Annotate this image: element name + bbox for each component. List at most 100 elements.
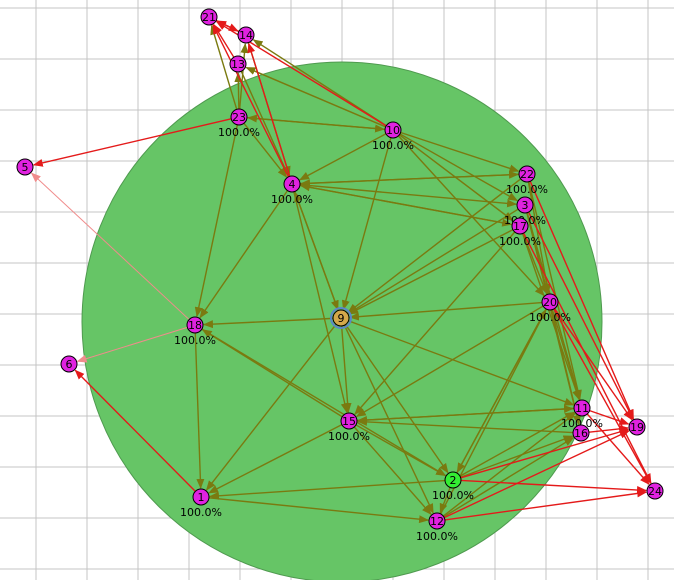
node-circle[interactable] [192,488,210,506]
node-circle[interactable] [516,196,534,214]
edge-22-to-4[interactable] [299,173,520,188]
edge-4-to-14[interactable] [247,42,291,177]
edge-9-to-15[interactable] [340,325,352,414]
edge-10-to-22[interactable] [400,131,520,173]
node-circle[interactable] [229,55,247,73]
edge-4-to-21[interactable] [212,24,290,178]
edge-10-to-9[interactable] [341,137,392,311]
edge-18-to-1[interactable] [194,332,205,490]
edge-15-to-12[interactable] [353,426,432,515]
edge-3-to-9[interactable] [347,208,519,314]
edge-15-to-1[interactable] [208,424,343,494]
edge-9-to-18[interactable] [202,317,334,329]
edge-20-to-19[interactable] [553,308,633,421]
node-9[interactable]: 9 [330,307,352,329]
edge-18-to-5[interactable] [30,172,190,320]
edge-23-to-13[interactable] [234,71,243,110]
edge-9-to-11[interactable] [348,320,575,406]
node-circle[interactable] [200,8,218,26]
edge-11-to-24[interactable] [586,413,650,485]
node-circle[interactable] [60,355,78,373]
edge-2-to-16[interactable] [460,435,574,478]
edge-16-to-15[interactable] [356,417,574,434]
edge-10-to-20[interactable] [397,135,545,297]
edge-17-to-9[interactable] [348,229,514,315]
edge-15-to-18[interactable] [201,329,343,418]
edge-3-to-19[interactable] [527,211,634,420]
node-circle[interactable] [572,424,590,442]
edge-23-to-5[interactable] [32,118,232,167]
edge-17-to-4[interactable] [299,183,513,226]
edge-23-to-21[interactable] [210,24,238,110]
node-circle[interactable] [283,175,301,193]
edge-17-to-11[interactable] [521,233,580,401]
edge-23-to-14[interactable] [238,42,249,110]
edge-23-to-4[interactable] [243,122,288,178]
edge-18-to-2[interactable] [201,328,447,476]
edge-10-to-3[interactable] [399,133,519,202]
edge-20-to-2[interactable] [456,308,547,473]
node-13[interactable]: 13 [229,55,247,73]
edge-22-to-19[interactable] [529,181,635,420]
node-5[interactable]: 5 [16,158,34,176]
edge-9-to-1[interactable] [205,323,337,491]
edge-13-to-4[interactable] [240,71,289,177]
edge-1-to-6[interactable] [74,369,196,492]
node-21[interactable]: 21 [200,8,218,26]
node-circle[interactable] [628,418,646,436]
edge-12-to-11[interactable] [442,412,576,517]
node-circle[interactable] [541,293,559,311]
node-24[interactable]: 24 [646,482,664,500]
node-circle[interactable] [511,217,529,235]
edge-17-to-15[interactable] [354,231,516,415]
edge-10-to-17[interactable] [398,134,514,222]
edge-9-to-4[interactable] [294,191,339,311]
node-circle[interactable] [646,482,664,500]
edge-15-to-2[interactable] [355,424,447,477]
edge-12-to-19[interactable] [443,430,630,519]
edge-9-to-2[interactable] [344,324,449,474]
edge-12-to-24[interactable] [444,489,648,521]
node-circle[interactable] [444,471,462,489]
edge-4-to-18[interactable] [199,190,289,319]
edge-17-to-24[interactable] [523,232,652,484]
node-circle[interactable] [573,399,591,417]
node-circle[interactable] [237,26,255,44]
edge-10-to-14[interactable] [252,39,387,127]
node-circle[interactable] [16,158,34,176]
edge-18-to-6[interactable] [76,326,188,363]
edge-4-to-15[interactable] [293,191,349,414]
edge-22-to-11[interactable] [528,181,582,401]
node-circle[interactable] [230,108,248,126]
node-circle[interactable] [428,512,446,530]
node-19[interactable]: 19 [628,418,646,436]
edge-11-to-19[interactable] [589,409,630,425]
edge-1-to-12[interactable] [208,497,430,524]
node-circle[interactable] [340,412,358,430]
edge-2-to-12[interactable] [439,487,451,514]
edge-20-to-15[interactable] [355,305,544,418]
edge-10-to-23[interactable] [246,114,386,131]
edge-22-to-9[interactable] [347,178,522,314]
node-6[interactable]: 6 [60,355,78,373]
edge-2-to-1[interactable] [208,479,446,500]
node-14[interactable]: 14 [237,26,255,44]
node-circle[interactable] [518,165,536,183]
edge-4-to-3[interactable] [299,184,518,208]
node-16[interactable]: 16 [572,424,590,442]
edge-10-to-13[interactable] [245,66,386,128]
edge-23-to-18[interactable] [194,124,239,318]
node-circle[interactable] [384,121,402,139]
